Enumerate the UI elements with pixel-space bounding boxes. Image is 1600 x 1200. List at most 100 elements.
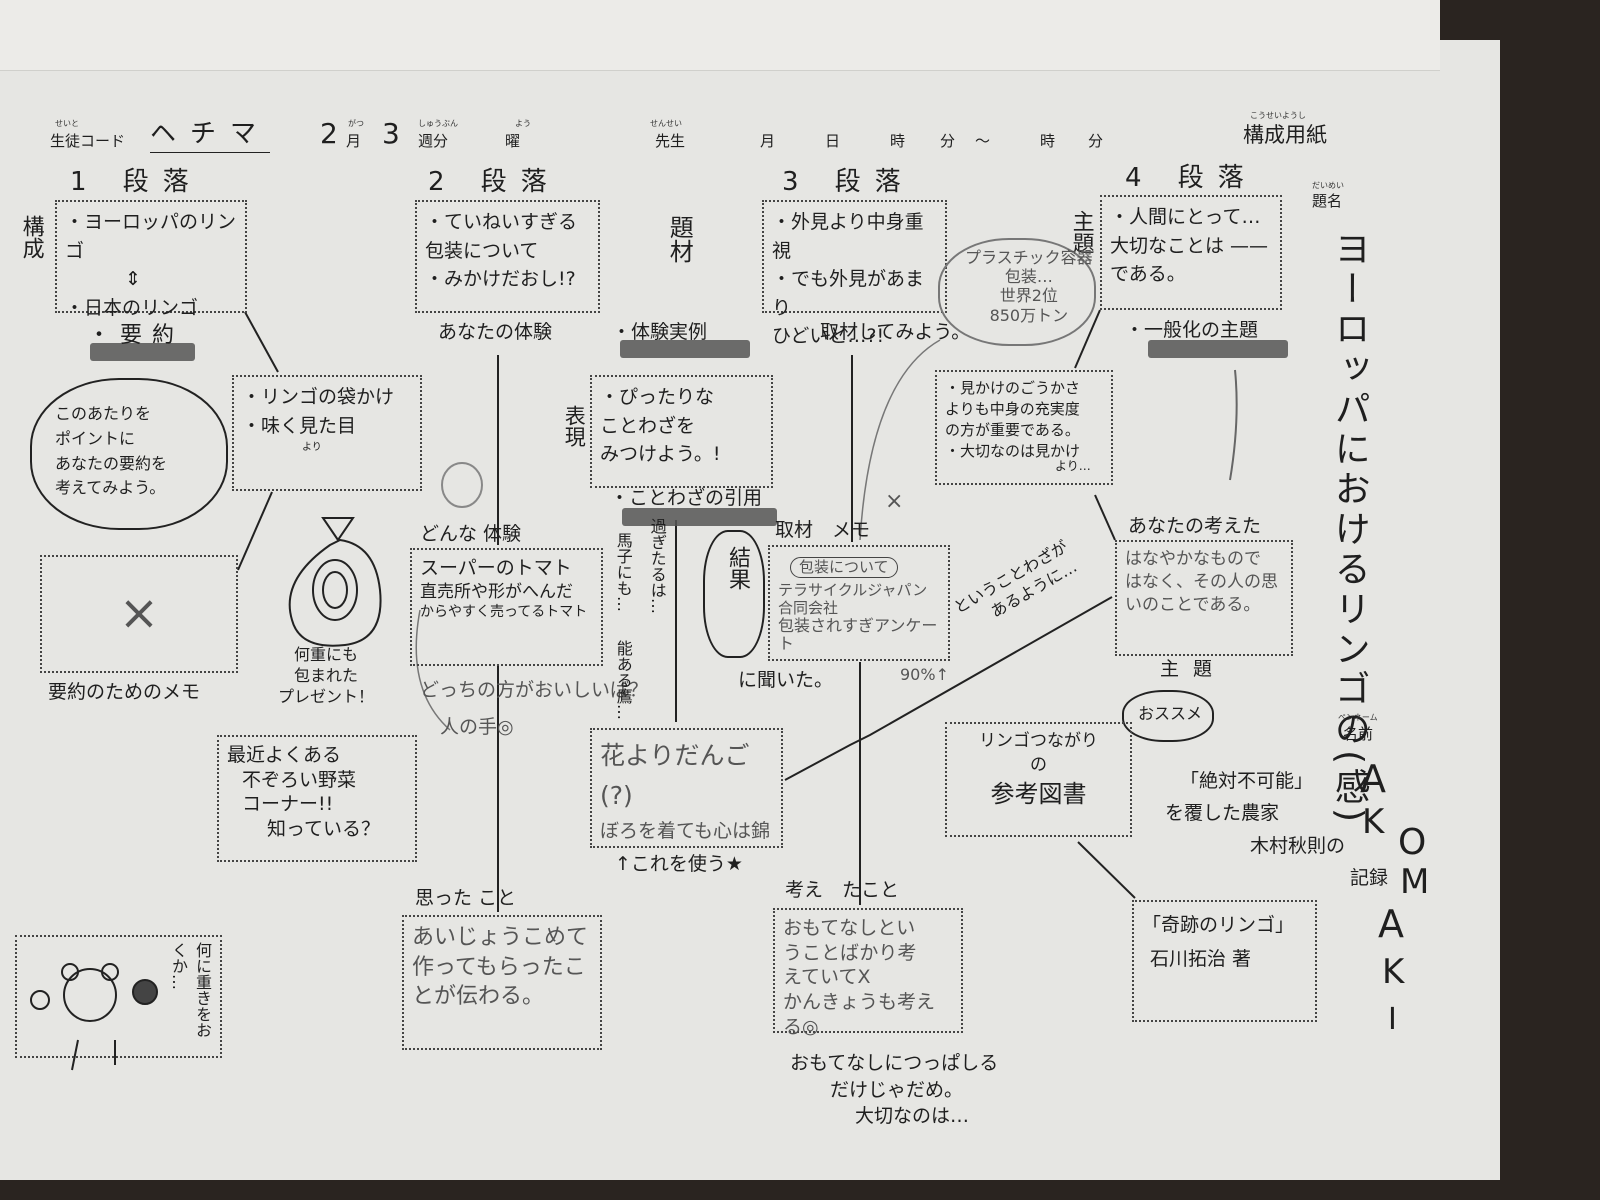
thought-box: あいじょうこめて作ってもらったことが伝わる。 [402,915,602,1050]
box-line: よりも中身の充実度 [945,400,1080,418]
pen-name-letter: A [1378,902,1404,946]
pencil-bracket [415,609,451,731]
arrow-p4-to-general [1074,309,1101,369]
result-cloud-text: 結果 [725,546,750,590]
box-line: 包装されすぎアンケート [778,615,938,654]
human-hand-note: 人の手◎ [440,716,514,738]
box-line: ことわざを [600,414,696,437]
top-page-edge [0,0,1440,71]
subtitle-line: 木村秋則の [1250,834,1346,857]
box-line: 花よりだんご(?) [600,741,750,810]
bear-drawing [30,963,158,1071]
gift-caption: 何重にも包まれたプレゼント！ [278,645,374,707]
box-line: 最近よくある [227,744,342,766]
general-theme-heading: ・一般化の主題 [1125,319,1259,341]
paragraph-4-box: ・人間にとって… 大切なことは —— である。 [1100,195,1282,310]
paragraph-1-box: ・ヨーロッパのリンゴ ⇕ ・日本のリンゴ [55,200,247,319]
box-line: はなやかなもので [1125,549,1261,569]
tilde: 〜 [975,132,991,150]
which-tastier-note: どっちの方がおいしいば？ [420,679,649,701]
furigana: よう [515,119,531,128]
example-heading: ・体験実例 [612,321,708,343]
paragraph-3-heading: 3 段落 [782,167,915,197]
box-line: 不ぞろい野菜 [242,768,357,791]
box-line: からやすく売ってるトマト [420,603,588,620]
pen-name-letter: I [1388,1002,1397,1037]
pen-name-letter: O [1398,822,1427,863]
line-p1-to-summary [244,311,279,373]
experience-box: スーパーのトマト直売所や形がへんだからやすく売ってるトマト [410,548,603,666]
box-line: ・ヨーロッパのリンゴ [65,211,237,262]
memo-tag: 包装について [790,557,898,579]
chosen-proverb-box: 花よりだんご(?) ぼろを着ても心は錦 [590,728,783,848]
result-cloud: 結果 [703,530,765,658]
topic-label: 題材 [665,215,694,263]
name-label: 名前 [1343,725,1374,743]
summary-memo-box: × [40,555,238,673]
box-line: より… [1055,459,1091,473]
box-line: ひどいと…?! [772,325,885,347]
month-label: 月 [346,132,362,150]
gift-drawing [288,517,382,647]
arrow-proverb-to-theme [784,596,1113,781]
arrow-summary-to-memo [237,491,273,571]
line-ref-to-book [1077,841,1136,899]
subtitle-line: 「絶対不可能」 [1180,770,1314,792]
furigana: こうせいようし [1250,111,1306,120]
note-line: おもてなしにつっぱしる [790,1052,999,1074]
box-line: の方が重要である。 [945,421,1080,439]
paragraph-2-heading: 2 段落 [428,167,561,197]
box-line: 知っている？ [267,818,381,841]
box-line: 直売所や形がへんだ [420,581,573,602]
summary-box: ・リンゴの袋かけ ・味く見た目 より [232,375,422,491]
caption-line: プレゼント！ [278,686,375,706]
pen-name-letter: K [1362,802,1385,842]
recommend-text: おススメ [1138,704,1203,723]
summary-memo-label: 要約のためのメモ [48,681,201,703]
title-label: 題名 [1312,192,1343,210]
week-label: 週分 [418,132,449,150]
percent-note: 90%↑ [900,665,949,684]
note-line: だけじゃだめ。 [830,1078,964,1101]
cloud-line: このあたりを [55,404,152,423]
box-line: コーナー!! [242,793,334,816]
hour-label: 時 [890,132,906,150]
furigana: せんせい [650,119,682,128]
interview-prompt: 取材してみよう。 [820,321,971,343]
box-line: ・大切なのは見かけ [945,442,1081,460]
theme-side-label: 主題 [1068,210,1094,254]
note-line: 大切なのは… [855,1105,970,1128]
pen-name-letter: A [1360,757,1386,801]
what-experience-label: どんな 体験 [420,523,522,545]
book-box: 「奇跡のリンゴ」石川拓治 著 [1132,900,1317,1022]
box-line: ・みかけだおし!? [425,268,576,290]
caption-line: 包まれた [294,665,359,685]
paragraph-4-heading: 4 段落 [1125,163,1258,193]
recommend-cloud: おススメ [1122,690,1214,742]
pencil-curve [859,339,941,541]
highlight-bar [1148,340,1288,358]
paragraph-2-box: ・ていねいすぎる 包装について ・みかけだおし!? [415,200,600,313]
proverb-note: 能ある鷹… [613,640,633,720]
student-code-label: 生徒コード [50,132,126,150]
form-title: 構成用紙 [1243,123,1327,147]
month-value: 2 [320,117,338,150]
highlight-bar [622,508,777,526]
box-line: おもてなしとい [783,917,916,939]
pen-name-letter: K [1382,952,1405,992]
proverb-prompt-box: ・ぴったりなことわざをみつけよう。! [590,375,773,488]
essay-title: ヨーロッパにおけるリンゴの(感) [1328,230,1370,827]
furigana: ペンネーム [1338,713,1378,722]
note-line: 850万トン [989,305,1069,325]
asked-label: に聞いた。 [738,669,834,691]
box-line: 大切なことは —— [1110,234,1269,257]
box-line: ・見かけのごうかさ [945,379,1081,397]
box-line: 参考図書 [990,779,1087,808]
box-line: ・人間にとって… [1110,206,1261,228]
book-title: 「奇跡のリンゴ」 [1142,914,1295,936]
box-line: かんきょうも考える◎ [783,991,936,1038]
book-subtitle: 「絶対不可能」を覆した農家木村秋則の記録 [1165,765,1388,894]
box-line: である。 [1110,263,1186,285]
box-line: ぼろを着ても心は錦 [600,820,771,842]
proverb-note: 馬子にも… [613,532,633,612]
